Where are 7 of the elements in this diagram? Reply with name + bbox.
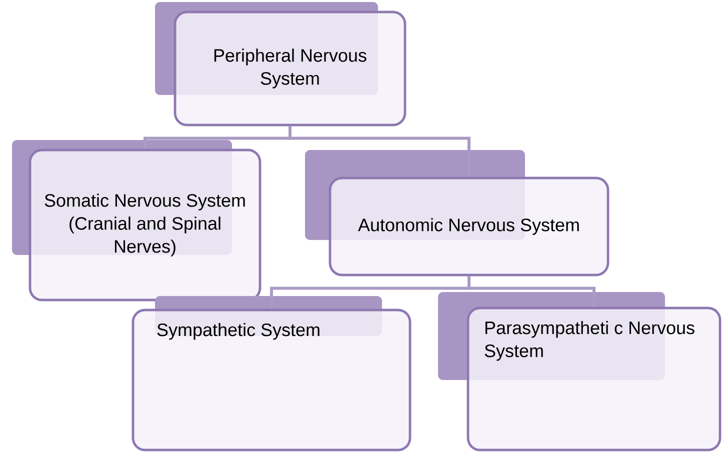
process-box: Peripheral Nervous System (174, 10, 406, 126)
connector (468, 276, 596, 307)
process-box: Autonomic Nervous System (328, 176, 610, 276)
process-box: Parasympatheti c Nervous System (466, 306, 722, 452)
process-box: Somatic Nervous System (Cranial and Spinal Nerves) (28, 148, 262, 302)
process-box: Sympathetic System (132, 308, 412, 452)
connector (288, 126, 470, 177)
